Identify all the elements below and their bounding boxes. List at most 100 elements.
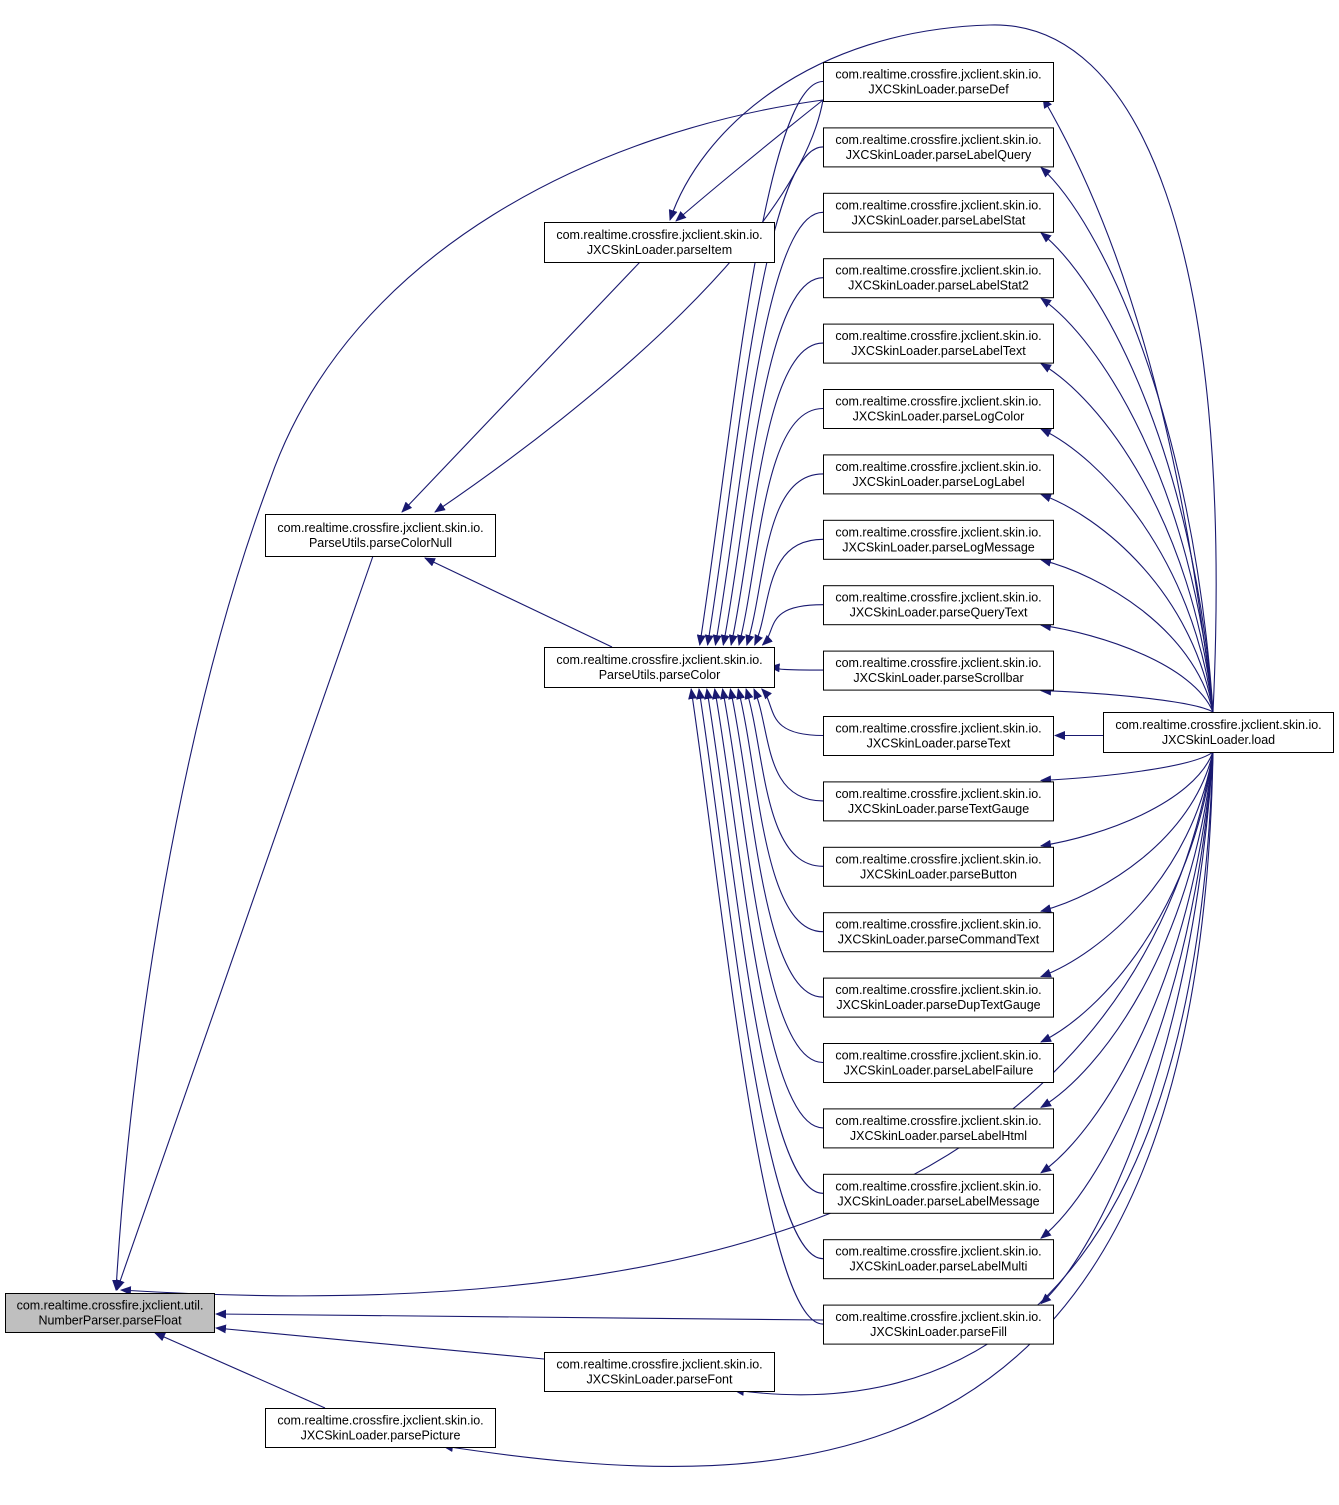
node-method-label: ParseUtils.parseColor bbox=[599, 668, 721, 682]
edge-parseDef-to-parseFloat bbox=[112, 99, 824, 1291]
edge-parseDef-to-parseColorNull bbox=[434, 99, 824, 513]
edge-parseLogColor-to-parseColor bbox=[737, 407, 824, 646]
node-method-label: JXCSkinLoader.parseDupTextGauge bbox=[836, 998, 1040, 1012]
node-box bbox=[823, 519, 1054, 560]
edge-load-to-parseFont bbox=[733, 751, 1214, 1396]
node-box bbox=[823, 1108, 1054, 1149]
node-parseTextGauge[interactable]: com.realtime.crossfire.jxclient.skin.io.… bbox=[823, 781, 1054, 822]
node-method-label: JXCSkinLoader.parseText bbox=[867, 737, 1011, 751]
node-method-label: JXCSkinLoader.parseFont bbox=[587, 1373, 733, 1387]
node-box bbox=[823, 1173, 1054, 1214]
node-parseLabelQuery[interactable]: com.realtime.crossfire.jxclient.skin.io.… bbox=[823, 127, 1054, 168]
node-parseLabelStat[interactable]: com.realtime.crossfire.jxclient.skin.io.… bbox=[823, 192, 1054, 233]
node-parsePicture[interactable]: com.realtime.crossfire.jxclient.skin.io.… bbox=[265, 1408, 496, 1448]
node-package-label: com.realtime.crossfire.jxclient.skin.io. bbox=[556, 228, 762, 242]
edge-load-to-parseTextGauge bbox=[1040, 751, 1214, 785]
edge-parseLabelMessage-to-parseColor bbox=[704, 688, 824, 1194]
node-parseLabelStat2[interactable]: com.realtime.crossfire.jxclient.skin.io.… bbox=[823, 258, 1054, 299]
node-box bbox=[823, 192, 1054, 233]
edge-load-to-parseLabelFailure bbox=[1040, 751, 1214, 1043]
node-package-label: com.realtime.crossfire.jxclient.skin.io. bbox=[835, 198, 1041, 212]
edge-load-to-parseLogMessage bbox=[1040, 557, 1214, 713]
node-box bbox=[544, 1352, 775, 1392]
node-method-label: JXCSkinLoader.parseLogColor bbox=[853, 410, 1025, 424]
node-parseQueryText[interactable]: com.realtime.crossfire.jxclient.skin.io.… bbox=[823, 585, 1054, 626]
node-box bbox=[823, 62, 1054, 102]
node-package-label: com.realtime.crossfire.jxclient.skin.io. bbox=[277, 1414, 483, 1428]
node-method-label: JXCSkinLoader.parseCommandText bbox=[838, 933, 1040, 947]
edge-load-to-parseDupTextGauge bbox=[1040, 751, 1214, 978]
edge-load-to-parseLabelText bbox=[1040, 363, 1214, 713]
edge-parseQueryText-to-parseColor bbox=[761, 604, 824, 646]
node-package-label: com.realtime.crossfire.jxclient.skin.io. bbox=[835, 722, 1041, 736]
edge-parseFill-to-parseColor bbox=[688, 688, 824, 1325]
node-parseColor[interactable]: com.realtime.crossfire.jxclient.skin.io.… bbox=[544, 647, 775, 688]
node-parseText[interactable]: com.realtime.crossfire.jxclient.skin.io.… bbox=[823, 716, 1054, 756]
node-box bbox=[823, 650, 1054, 691]
node-parseLabelFailure[interactable]: com.realtime.crossfire.jxclient.skin.io.… bbox=[823, 1043, 1054, 1083]
node-method-label: JXCSkinLoader.parseLabelMessage bbox=[837, 1194, 1039, 1208]
node-parseFont[interactable]: com.realtime.crossfire.jxclient.skin.io.… bbox=[544, 1352, 775, 1392]
node-package-label: com.realtime.crossfire.jxclient.skin.io. bbox=[835, 1179, 1041, 1193]
edge-parseLabelQuery-to-parseColor bbox=[704, 146, 824, 646]
edge-parseDupTextGauge-to-parseColor bbox=[728, 688, 824, 998]
node-box bbox=[265, 1408, 496, 1448]
node-package-label: com.realtime.crossfire.jxclient.skin.io. bbox=[835, 133, 1041, 147]
node-parseLogColor[interactable]: com.realtime.crossfire.jxclient.skin.io.… bbox=[823, 389, 1054, 429]
node-package-label: com.realtime.crossfire.jxclient.skin.io. bbox=[835, 68, 1041, 82]
node-package-label: com.realtime.crossfire.jxclient.skin.io. bbox=[556, 653, 762, 667]
node-parseItem[interactable]: com.realtime.crossfire.jxclient.skin.io.… bbox=[544, 222, 775, 263]
node-parseButton[interactable]: com.realtime.crossfire.jxclient.skin.io.… bbox=[823, 846, 1054, 887]
node-method-label: JXCSkinLoader.parseItem bbox=[587, 243, 732, 257]
node-parseColorNull[interactable]: com.realtime.crossfire.jxclient.skin.io.… bbox=[265, 514, 496, 557]
edge-parseColor-to-parseColorNull bbox=[424, 557, 613, 648]
node-package-label: com.realtime.crossfire.jxclient.skin.io. bbox=[835, 918, 1041, 932]
node-method-label: JXCSkinLoader.parseLabelStat bbox=[852, 213, 1026, 227]
node-parseLabelText[interactable]: com.realtime.crossfire.jxclient.skin.io.… bbox=[823, 323, 1054, 364]
node-parseLogMessage[interactable]: com.realtime.crossfire.jxclient.skin.io.… bbox=[823, 519, 1054, 560]
edge-parseText-to-parseColor bbox=[761, 688, 824, 737]
edge-parseDef-to-parseColor bbox=[696, 80, 824, 646]
node-parseFloat[interactable]: com.realtime.crossfire.jxclient.util.Num… bbox=[5, 1293, 215, 1333]
node-package-label: com.realtime.crossfire.jxclient.skin.io. bbox=[835, 591, 1041, 605]
node-method-label: JXCSkinLoader.parseLabelMulti bbox=[850, 1260, 1028, 1274]
node-method-label: JXCSkinLoader.parseLabelQuery bbox=[846, 148, 1032, 162]
node-box bbox=[823, 389, 1054, 429]
edge-parseLogMessage-to-parseColor bbox=[754, 538, 824, 646]
edge-parseColorNull-to-parseFloat bbox=[116, 555, 374, 1291]
node-package-label: com.realtime.crossfire.jxclient.util. bbox=[17, 1299, 204, 1313]
node-method-label: JXCSkinLoader.parseLabelStat2 bbox=[848, 279, 1029, 293]
node-package-label: com.realtime.crossfire.jxclient.skin.io. bbox=[835, 1245, 1041, 1259]
node-parseFill[interactable]: com.realtime.crossfire.jxclient.skin.io.… bbox=[823, 1304, 1054, 1345]
node-package-label: com.realtime.crossfire.jxclient.skin.io. bbox=[277, 521, 483, 535]
node-box bbox=[823, 258, 1054, 299]
node-package-label: com.realtime.crossfire.jxclient.skin.io. bbox=[835, 395, 1041, 409]
edge-parseLogLabel-to-parseColor bbox=[745, 473, 824, 646]
node-parseLabelMulti[interactable]: com.realtime.crossfire.jxclient.skin.io.… bbox=[823, 1239, 1054, 1280]
edge-parseItem-to-parseColorNull bbox=[401, 261, 641, 513]
edge-parseTextGauge-to-parseColor bbox=[753, 688, 824, 802]
node-package-label: com.realtime.crossfire.jxclient.skin.io. bbox=[835, 852, 1041, 866]
edge-parseButton-to-parseColor bbox=[744, 688, 824, 867]
node-parseCommandText[interactable]: com.realtime.crossfire.jxclient.skin.io.… bbox=[823, 912, 1054, 953]
node-box bbox=[823, 127, 1054, 168]
node-method-label: JXCSkinLoader.parseLogMessage bbox=[842, 540, 1035, 554]
edge-load-to-parseLabelStat2 bbox=[1040, 297, 1214, 713]
node-parseLogLabel[interactable]: com.realtime.crossfire.jxclient.skin.io.… bbox=[823, 454, 1054, 495]
node-package-label: com.realtime.crossfire.jxclient.skin.io. bbox=[835, 787, 1041, 801]
node-parseLabelHtml[interactable]: com.realtime.crossfire.jxclient.skin.io.… bbox=[823, 1108, 1054, 1149]
node-parseDupTextGauge[interactable]: com.realtime.crossfire.jxclient.skin.io.… bbox=[823, 977, 1054, 1018]
node-method-label: JXCSkinLoader.parseDef bbox=[868, 83, 1009, 97]
edge-parseFill-to-parseFloat bbox=[215, 1309, 824, 1321]
node-load[interactable]: com.realtime.crossfire.jxclient.skin.io.… bbox=[1103, 712, 1334, 753]
edge-parseLabelStat-to-parseColor bbox=[712, 211, 824, 646]
node-parseDef[interactable]: com.realtime.crossfire.jxclient.skin.io.… bbox=[823, 62, 1054, 102]
node-package-label: com.realtime.crossfire.jxclient.skin.io. bbox=[835, 1310, 1041, 1324]
node-method-label: JXCSkinLoader.load bbox=[1162, 733, 1275, 747]
node-parseScrollbar[interactable]: com.realtime.crossfire.jxclient.skin.io.… bbox=[823, 650, 1054, 691]
edge-load-to-parseLabelQuery bbox=[1040, 166, 1214, 713]
node-box bbox=[544, 222, 775, 263]
edge-parseCommandText-to-parseColor bbox=[736, 688, 824, 933]
node-parseLabelMessage[interactable]: com.realtime.crossfire.jxclient.skin.io.… bbox=[823, 1173, 1054, 1214]
node-box bbox=[823, 846, 1054, 887]
